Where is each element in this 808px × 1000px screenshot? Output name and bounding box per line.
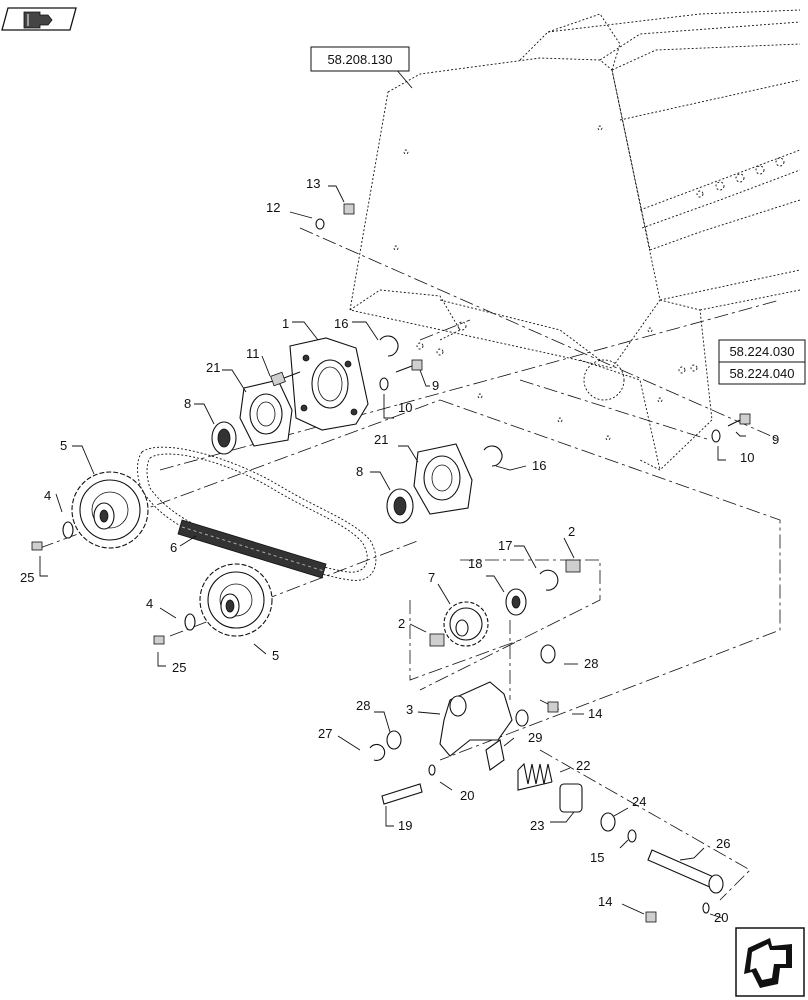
bearing-upper[interactable] [211,421,237,455]
callout-17: 17 [498,538,512,553]
callout-7: 7 [428,570,435,585]
callout-14: 14 [588,706,602,721]
nut-13[interactable] [343,203,355,215]
callout-1: 1 [282,316,289,331]
callout-4: 4 [146,596,153,611]
snap-ring-17[interactable] [539,569,559,591]
callout-16: 16 [334,316,348,331]
washer-28-left[interactable] [386,730,402,750]
callout-3: 3 [406,702,413,717]
sprocket-upper[interactable] [71,471,149,549]
callout-25: 25 [20,570,34,585]
washer-24[interactable] [600,812,616,832]
adjustment-rod[interactable] [647,849,724,894]
center-lines [39,227,781,901]
bolt-9-right[interactable] [727,413,751,427]
reference-frame-58-208-130[interactable]: 58.208.130 [310,46,410,72]
idler-arm[interactable] [439,681,529,757]
bearing-lower[interactable] [386,488,414,524]
washer-4-upper[interactable] [62,521,74,539]
sprocket-lower[interactable] [199,563,273,637]
snap-ring-27[interactable] [369,743,386,761]
callout-15: 15 [590,850,604,865]
callout-21: 21 [206,360,220,375]
callout-23: 23 [530,818,544,833]
pin-29[interactable] [485,739,505,771]
callout-6: 6 [170,540,177,555]
callout-29: 29 [528,730,542,745]
book-arrow-icon[interactable] [1,7,77,31]
callout-21: 21 [374,432,388,447]
callout-19: 19 [398,818,412,833]
callout-5: 5 [272,648,279,663]
reference-label: 58.224.040 [729,366,794,381]
bearing-18[interactable] [505,588,527,616]
bolt-11[interactable] [270,371,301,387]
callout-12: 12 [266,200,280,215]
idler-sprocket[interactable] [443,601,489,647]
bolt-25-lower[interactable] [153,635,165,645]
callout-24: 24 [632,794,646,809]
callout-20: 20 [460,788,474,803]
callout-10: 10 [398,400,412,415]
callout-27: 27 [318,726,332,741]
callout-28: 28 [584,656,598,671]
callout-22: 22 [576,758,590,773]
washer-4-lower[interactable] [184,613,196,631]
bushing-2-upper[interactable] [565,559,581,573]
bushing-2-lower[interactable] [429,633,445,647]
washer-15[interactable] [627,829,637,843]
washer-12[interactable] [315,218,325,230]
tension-spring[interactable] [517,762,553,791]
washer-20-lower[interactable] [702,902,710,914]
frame-housing [349,9,801,471]
reference-label: 58.224.030 [729,344,794,359]
callout-5: 5 [60,438,67,453]
callout-2: 2 [398,616,405,631]
callout-20: 20 [714,910,728,925]
callout-10: 10 [740,450,754,465]
snap-ring-upper[interactable] [379,335,399,357]
callout-9: 9 [432,378,439,393]
callout-8: 8 [356,464,363,479]
washer-10-right[interactable] [711,429,721,443]
callout-16: 16 [532,458,546,473]
callout-28: 28 [356,698,370,713]
bolt-19[interactable] [381,783,423,805]
callout-13: 13 [306,176,320,191]
reference-58-224-030[interactable]: 58.224.030 [718,339,806,363]
snap-ring-lower[interactable] [483,445,503,467]
flange-housing-upper[interactable] [239,379,293,447]
callout-4: 4 [44,488,51,503]
washer-20-upper[interactable] [428,764,436,776]
sleeve-23[interactable] [559,783,583,813]
flange-housing-lower[interactable] [413,443,473,515]
navigation-arrow-icon[interactable] [735,927,805,997]
washer-10-upper[interactable] [379,377,389,391]
callout-26: 26 [716,836,730,851]
callout-14: 14 [598,894,612,909]
reference-label: 58.208.130 [327,52,392,67]
callout-25: 25 [172,660,186,675]
bolt-9-upper[interactable] [395,359,423,373]
callout-18: 18 [468,556,482,571]
nut-14-upper[interactable] [547,701,559,713]
bearing-plate[interactable] [289,337,369,431]
callout-8: 8 [184,396,191,411]
washer-28-right[interactable] [540,644,556,664]
callout-2: 2 [568,524,575,539]
callout-labels: 1 2 2 3 4 4 5 5 6 7 8 8 9 9 10 10 11 12 … [20,176,779,925]
callout-11: 11 [246,346,260,361]
roller-chain[interactable] [177,519,327,579]
nut-14-lower[interactable] [645,911,657,923]
reference-58-224-040[interactable]: 58.224.040 [718,361,806,385]
callout-9: 9 [772,432,779,447]
leader-lines [39,61,746,919]
drive-belt [137,446,377,581]
bolt-25-upper[interactable] [31,541,43,551]
